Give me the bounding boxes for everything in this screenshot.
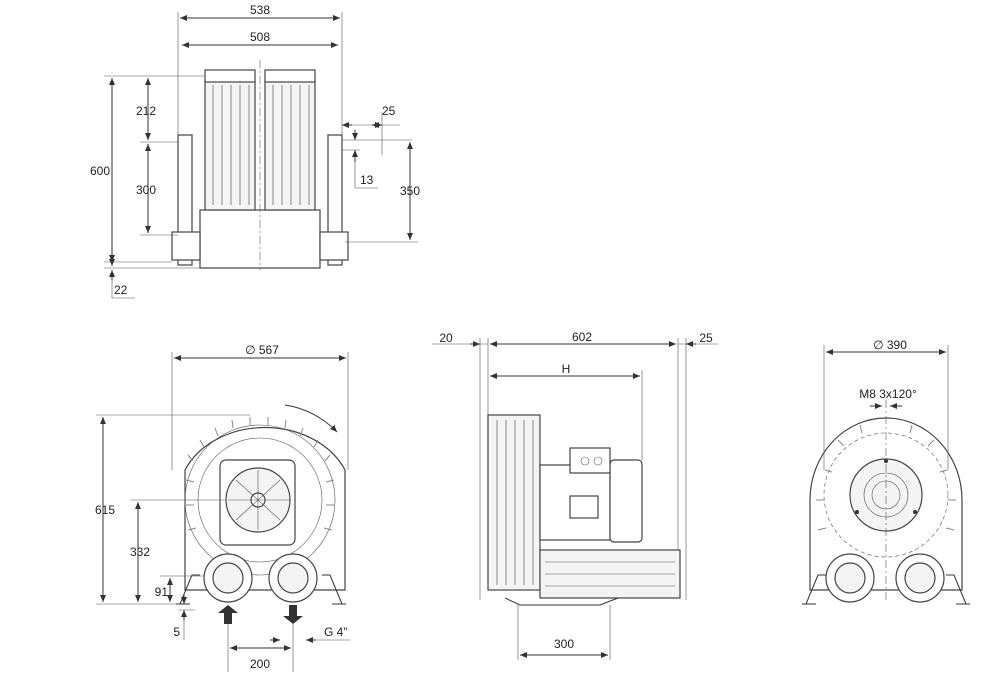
dim-port-spacing: 200 [227, 624, 294, 672]
side-view-blower-housing [487, 414, 541, 591]
dim-upper-height: 212 [136, 78, 178, 143]
dim-mount-height: 350 [345, 142, 420, 243]
label-side-h: H [562, 362, 571, 376]
top-view-right-foot [319, 231, 349, 261]
label-front-diameter: ∅ 567 [245, 343, 279, 357]
rear-view-right-foot [946, 574, 967, 605]
dim-port-height: 332 [130, 499, 225, 602]
dim-side-length: 602 [490, 330, 679, 550]
label-port-height: 332 [130, 545, 150, 559]
label-side-length: 602 [572, 330, 592, 344]
label-rear-diameter: ∅ 390 [873, 338, 907, 352]
label-front-height: 615 [95, 503, 115, 517]
label-bolt-pattern: M8 3x120° [859, 387, 917, 401]
label-port-offset: 91 [155, 585, 169, 599]
side-view-motor-cap [609, 459, 643, 543]
dim-front-diameter: ∅ 567 [171, 343, 349, 470]
top-view: 538 508 600 212 300 [90, 3, 420, 299]
rear-view-left-foot [805, 574, 826, 605]
label-total-height: 600 [90, 164, 110, 178]
front-view: ∅ 567 615 332 91 5 [95, 343, 350, 672]
label-side-offset: 25 [382, 104, 396, 118]
dim-thread: G 4” [270, 625, 350, 643]
side-view-nameplate [569, 495, 599, 519]
side-view-terminal-box [569, 447, 611, 474]
dim-side-gap: 13 [342, 130, 412, 189]
side-view: 20 602 25 H 300 [432, 330, 718, 660]
label-upper-height: 212 [136, 104, 156, 118]
label-side-foot-span: 300 [554, 637, 574, 651]
front-view-left-foot [179, 574, 200, 605]
label-port-spacing: 200 [250, 657, 270, 671]
dim-side-left-offset: 20 [432, 331, 489, 600]
dim-front-height: 615 [95, 414, 250, 605]
dim-side-right-offset: 25 [678, 331, 718, 600]
dim-overall-width: 538 [177, 3, 343, 135]
label-lower-height: 300 [136, 183, 156, 197]
outlet-flow-arrow [283, 605, 303, 624]
dim-side-foot-span: 300 [517, 605, 611, 660]
dim-lower-height: 300 [136, 144, 178, 236]
side-view-foot [504, 597, 619, 606]
label-mount-height: 350 [400, 184, 420, 198]
label-foot-offset: 22 [114, 283, 128, 297]
dim-rear-diameter: ∅ 390 [823, 338, 949, 470]
rear-view: ∅ 390 M8 3x120° [802, 338, 970, 605]
rotation-arrow [284, 404, 338, 433]
dim-base-offset: 5 [173, 595, 195, 640]
dim-bolt-pattern: M8 3x120° [859, 387, 917, 409]
dim-foot-offset: 22 [104, 255, 172, 299]
label-side-left-offset: 20 [439, 331, 453, 345]
label-base-offset: 5 [173, 625, 180, 639]
label-thread: G 4” [324, 625, 347, 639]
top-view-left-foot [171, 231, 201, 261]
inlet-flow-arrow [218, 605, 238, 624]
top-view-left-cap [204, 69, 256, 83]
dim-side-h: H [490, 362, 643, 460]
label-side-right-offset: 25 [699, 331, 713, 345]
dim-side-offset: 25 [342, 104, 400, 155]
dim-inner-width: 508 [182, 30, 338, 48]
dim-port-offset: 91 [155, 575, 204, 602]
front-view-right-foot [322, 574, 343, 605]
top-view-right-cap [264, 69, 316, 83]
dim-total-height: 600 [90, 75, 205, 269]
label-overall-width: 538 [250, 3, 270, 17]
label-inner-width: 508 [250, 30, 270, 44]
label-side-gap: 13 [360, 173, 374, 187]
